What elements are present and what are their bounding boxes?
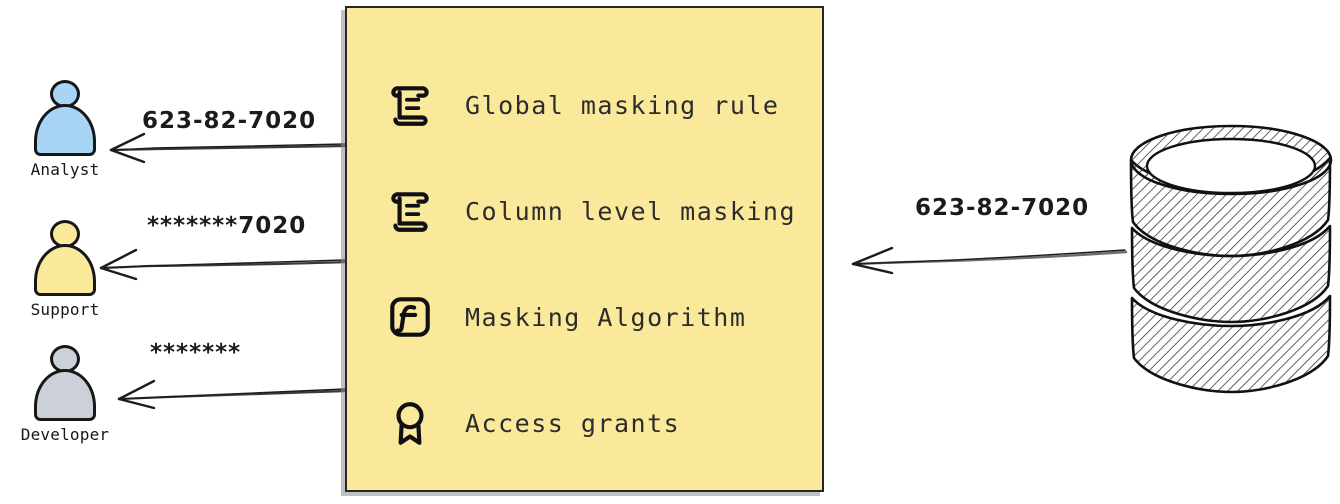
person-body: [34, 244, 96, 296]
function-icon: [383, 290, 437, 344]
card-row: Access grants: [383, 370, 822, 476]
card-row-label: Global masking rule: [465, 90, 780, 120]
arrow-card-to-support: [99, 248, 348, 281]
person-head: [50, 220, 80, 248]
arrow-card-to-analyst: [109, 132, 348, 164]
flow-label-developer: *******: [150, 340, 242, 366]
card-row-label: Masking Algorithm: [465, 302, 747, 332]
person-body: [34, 369, 96, 421]
person-icon: [27, 80, 103, 156]
arrow-database-to-card: [851, 246, 1128, 275]
actor-label: Developer: [20, 425, 110, 444]
scroll-icon: [383, 78, 437, 132]
flow-label-support: *******7020: [147, 213, 307, 239]
actor-analyst: Analyst: [0, 80, 130, 179]
actor-developer: Developer: [0, 345, 130, 444]
database-icon: [1122, 120, 1340, 400]
masking-policy-card: Global masking rule Column level masking: [345, 6, 824, 492]
card-row: Global masking rule: [383, 52, 822, 158]
card-row-label: Column level masking: [465, 196, 797, 226]
actor-label: Analyst: [30, 160, 100, 179]
card-row-label: Access grants: [465, 408, 681, 438]
card-row: Column level masking: [383, 158, 822, 264]
arrow-card-to-developer: [117, 379, 348, 410]
flow-label-analyst: 623-82-7020: [142, 108, 317, 134]
flow-label-source: 623-82-7020: [915, 195, 1090, 221]
actor-label: Support: [30, 300, 100, 319]
person-icon: [27, 345, 103, 421]
actor-support: Support: [0, 220, 130, 319]
person-body: [34, 104, 96, 156]
scroll-icon: [383, 184, 437, 238]
card-row: Masking Algorithm: [383, 264, 822, 370]
person-icon: [27, 220, 103, 296]
award-ribbon-icon: [383, 396, 437, 450]
